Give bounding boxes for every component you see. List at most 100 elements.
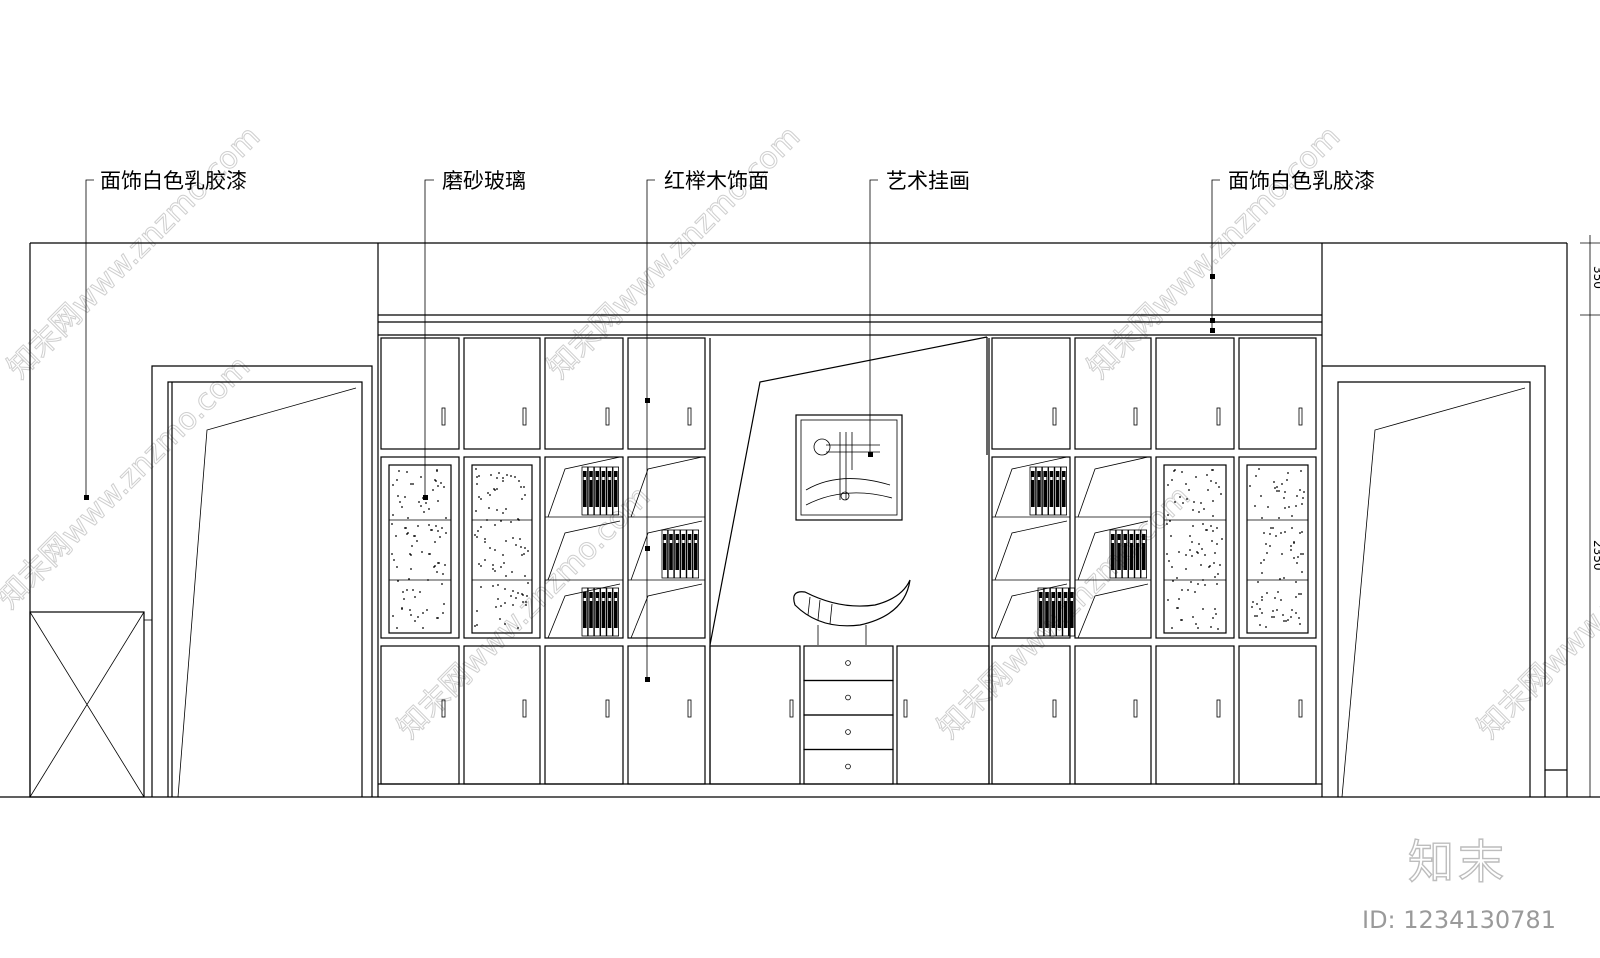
glass-texture-dot [426, 609, 428, 611]
glass-texture-dot [405, 527, 407, 529]
glass-texture-dot [1295, 505, 1297, 507]
glass-texture-dot [444, 564, 446, 566]
drawing-id: ID: 1234130781 [1362, 906, 1556, 934]
glass-texture-dot [1276, 490, 1278, 492]
glass-texture-dot [422, 627, 424, 629]
glass-texture-dot [517, 627, 519, 629]
glass-texture-dot [1210, 525, 1212, 527]
glass-texture-dot [423, 511, 425, 513]
glass-texture-dot [510, 521, 512, 523]
glass-texture-dot [392, 615, 394, 617]
glass-texture-dot [521, 554, 523, 556]
glass-texture-dot [1171, 566, 1173, 568]
glass-texture-dot [498, 472, 500, 474]
glass-texture-dot [407, 517, 409, 519]
lower-cabinet-door [1074, 645, 1152, 785]
glass-texture-dot [412, 589, 414, 591]
glass-texture-dot [409, 609, 411, 611]
shelf-slant [547, 520, 621, 581]
glass-texture-dot [417, 525, 419, 527]
glass-texture-dot [437, 530, 439, 532]
cabinet-handle [605, 407, 610, 426]
callout-left-wall: 面饰白色乳胶漆 [84, 169, 247, 500]
brand-logo: 知末 [1408, 835, 1508, 889]
glass-texture-dot [489, 547, 491, 549]
book-label [1044, 477, 1047, 480]
glass-texture-dot [1290, 616, 1292, 618]
shelf-slant [630, 456, 703, 518]
glass-cabinet-frame [1155, 456, 1235, 639]
book-spine [1142, 534, 1146, 570]
glass-texture-dot [1171, 627, 1173, 629]
glass-texture-dot [1185, 568, 1187, 570]
glass-texture-dot [1286, 479, 1288, 481]
glass-texture-dot [434, 565, 436, 567]
glass-texture-dot [1302, 497, 1304, 499]
glass-texture-dot [414, 596, 416, 598]
drawer [803, 679, 894, 716]
glass-texture-dot [476, 610, 478, 612]
glass-texture-dot [1291, 515, 1293, 517]
glass-texture-dot [494, 570, 496, 572]
book [612, 466, 619, 516]
book-spine [669, 534, 673, 570]
glass-texture-dot [1189, 535, 1191, 537]
glass-texture-dot [494, 549, 496, 551]
glass-texture-dot [1220, 493, 1222, 495]
glass-texture-dot [1214, 608, 1216, 610]
glass-texture-dot [494, 489, 496, 491]
book-label [1037, 477, 1041, 480]
book-spine [1055, 471, 1060, 507]
glass-texture-dot [1295, 581, 1297, 583]
callout-group: 面饰白色乳胶漆 磨砂玻璃 红榉木饰面 艺术挂画 面饰白色乳胶漆 [84, 169, 1375, 682]
glass-texture-dot [476, 536, 478, 538]
glass-texture-dot [408, 578, 410, 580]
glass-texture-dot [1284, 507, 1286, 509]
cabinet-handle [903, 699, 908, 718]
book-spine [614, 471, 618, 507]
glass-texture-dot [396, 479, 398, 481]
glass-texture-dot [399, 501, 401, 503]
lower-cabinet-door [1238, 645, 1317, 785]
book-label [1111, 540, 1114, 543]
glass-texture-dot [1185, 554, 1187, 556]
book [1134, 529, 1141, 579]
glass-texture-dot [1191, 541, 1193, 543]
book [612, 587, 619, 637]
glass-texture-dot [1218, 486, 1220, 488]
glass-texture-dot [1197, 627, 1199, 629]
glass-texture-dot [418, 501, 420, 503]
glass-texture-dot [1280, 599, 1282, 601]
glass-texture-dot [1255, 475, 1257, 477]
book-spine [607, 471, 612, 507]
glass-texture-dot [1299, 489, 1301, 491]
glass-texture-dot [1205, 529, 1207, 531]
glass-texture-dot [1296, 495, 1298, 497]
glass-texture-dot [1272, 610, 1274, 612]
book [581, 466, 588, 516]
book-spine [583, 592, 587, 628]
glass-texture-dot [1281, 553, 1283, 555]
glass-texture-dot [490, 474, 492, 476]
glass-texture-dot [1212, 500, 1214, 502]
glass-texture-dot [1290, 545, 1292, 547]
glass-texture-dot [428, 524, 430, 526]
glass-texture-dot [392, 484, 394, 486]
glass-texture-dot [1197, 583, 1199, 585]
glass-texture-dot [486, 519, 488, 521]
glass-texture-dot [410, 483, 412, 485]
glass-texture-dot [1192, 616, 1194, 618]
glass-texture-dot [1187, 589, 1189, 591]
book-label [596, 598, 599, 601]
glass-texture-dot [1174, 501, 1176, 503]
book-spine [675, 534, 679, 570]
glass-texture-dot [1212, 617, 1214, 619]
glass-texture-dot [527, 582, 529, 584]
watermark: 知末网www.znzmo.com [541, 119, 807, 385]
glass-texture-dot [1216, 583, 1218, 585]
glass-texture-dot [1185, 483, 1187, 485]
book [587, 587, 595, 637]
glass-texture-dot [1215, 482, 1217, 484]
glass-texture-dot [495, 606, 497, 608]
glass-texture-dot [1261, 596, 1263, 598]
